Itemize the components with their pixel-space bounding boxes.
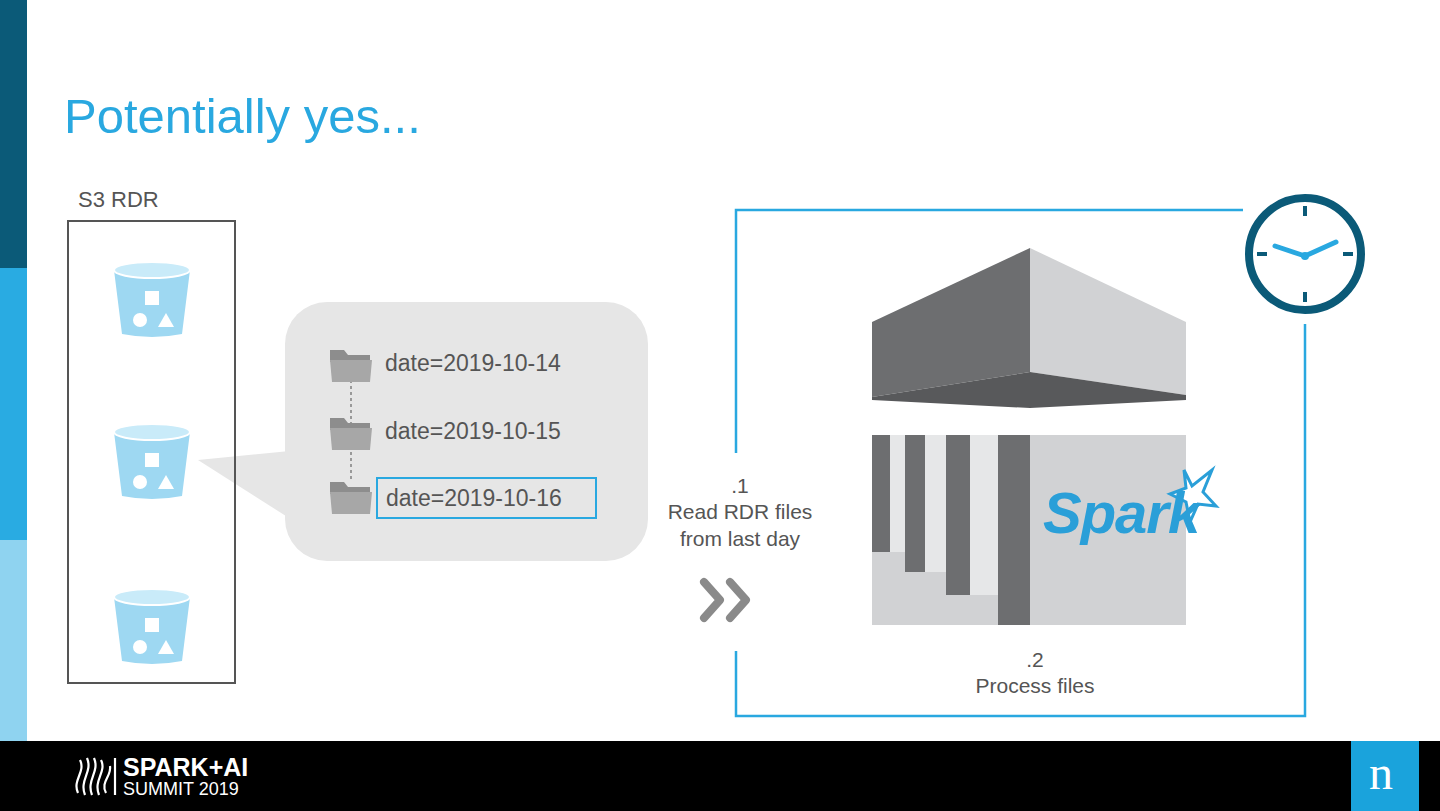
side-bar [0,0,27,268]
footer-bar [0,741,1440,811]
slide-title: Potentially yes... [64,88,421,144]
summit-logo-icon [76,758,115,795]
callout-bubble: date=2019-10-14 date=2019-10-15 date=2019-… [285,302,648,561]
spark-logo-text: Spark [1043,478,1199,548]
clock-icon [1249,198,1361,310]
storage-box: S3 RDR [67,220,236,684]
job-box-outline [735,209,1306,718]
box-heading: S3 RDR [78,186,159,215]
spark-server-illustration [872,248,1216,625]
job-box-border [736,210,1243,453]
partition-folder-label: date=2019-10-15 [385,417,561,447]
spark-job-box: .1Read RDR files from last day.2Process … [736,210,1305,717]
company-logo: n [1369,744,1393,802]
folder-icon [330,350,372,382]
logo-box [1351,741,1419,811]
summit-logo-text: SPARK+AI [123,752,248,782]
side-bar [0,268,27,540]
step-label: Read RDR files from last day [660,498,820,553]
highlight-box: date=2019-10-16 [376,477,597,519]
partition-folder-label: date=2019-10-14 [385,349,561,379]
job-box-border [736,324,1305,716]
step-number: .1 [720,472,760,499]
summit-logo-text: SUMMIT 2019 [123,779,239,801]
bucket-icons [114,262,190,664]
folder-icon [330,482,372,514]
partition-folder-label: date=2019-10-16 [386,484,562,514]
step-label: Process files [935,672,1135,699]
side-bar [0,540,27,741]
folder-icon [330,418,372,450]
step-number: .2 [1015,646,1055,673]
chevron-arrow [704,582,746,618]
